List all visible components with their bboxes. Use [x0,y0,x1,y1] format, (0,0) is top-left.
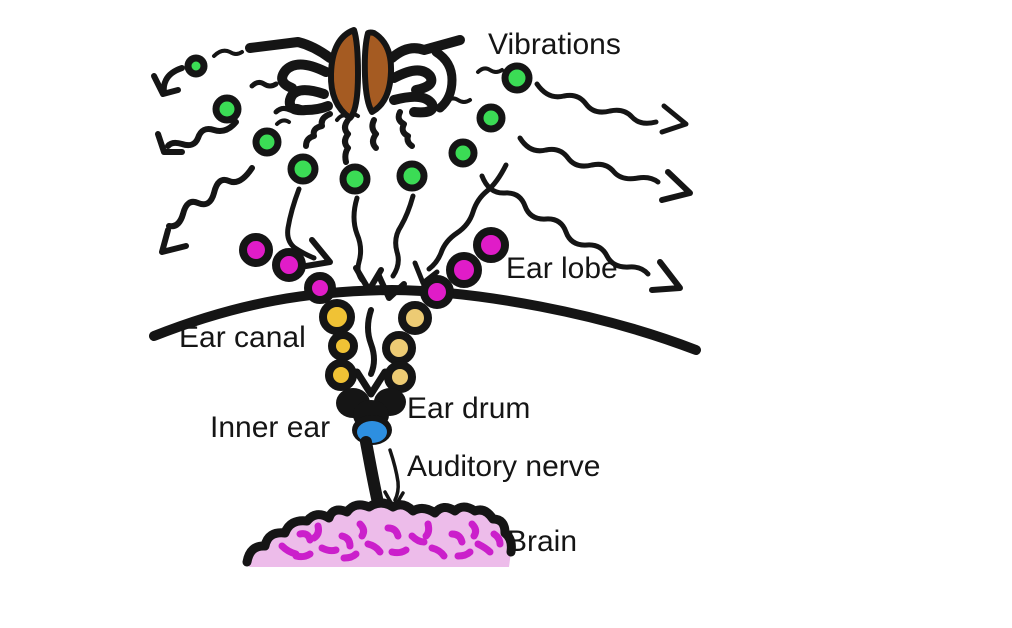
ear-lobe-dot [272,248,306,282]
brain-mark [292,550,314,561]
vibration-dot [448,138,478,168]
burst-squiggle [273,103,305,115]
burst-curl [277,59,331,93]
burst-curl [389,91,438,118]
ear-canal-dot [384,361,416,393]
right-arrowhead [659,169,693,203]
brain-mark [388,546,410,557]
left-arrow-line [165,119,239,149]
funnel-arrow-line [390,193,416,279]
burst-arm-left [245,37,335,63]
label-inner-ear: Inner ear [210,411,331,444]
ear-canal-dot [319,299,355,335]
label-ear-lobe: Ear lobe [506,252,618,285]
brain-mark [408,532,428,546]
brain-mark [468,520,480,540]
right-arrowhead [659,103,689,135]
label-ear-drum: Ear drum [407,392,531,425]
ear-lobe-dot [420,275,454,309]
vibration-dot [184,54,208,78]
brain-mark [310,522,322,542]
brain-mark [454,548,474,560]
brain-mark [448,530,466,546]
brain-mark [384,524,402,540]
brain-mark [318,544,340,555]
vibration-dot [501,62,533,94]
brain-mark [296,530,314,544]
squiggle [275,118,291,126]
ear-lobe-dot [239,233,273,267]
brain-mark [428,544,448,560]
vibration-dots [184,54,533,195]
squiggle [476,66,504,74]
brain-mark [340,550,360,562]
funnel-arrowhead [353,368,389,398]
funnel-arrows [285,162,509,398]
brain-mark [474,540,494,556]
vibration-dot [212,94,242,124]
nerve-arrow-line [388,448,400,502]
ear-canal-dot [325,359,357,391]
vibration-arrows-left [151,65,255,255]
label-vibrations: Vibrations [488,28,621,61]
head-outline-curve [149,285,701,355]
head-outline [149,285,701,355]
clapper-left-lobe [327,27,361,121]
left-arrow-line [166,165,255,230]
burst-curl [389,65,437,95]
left-arrow-line [160,65,185,95]
ear-canal-dot [382,331,416,365]
vibration-dot [396,160,428,192]
funnel-arrowhead [303,237,333,269]
squiggle [212,48,244,58]
brain-mark [422,520,433,540]
right-arrow-line [534,81,659,126]
left-arrowhead [155,131,185,155]
brain-blob [242,498,516,567]
brain-outline [242,498,516,567]
brain-mark [356,520,368,540]
burst-arm-right [387,35,465,63]
vibration-dot [287,153,319,185]
right-arrow-line [479,173,651,277]
right-arrow-line [517,135,661,185]
burst-tail [369,117,379,151]
left-arrowhead [151,73,181,97]
burst-tail [395,109,415,149]
vibration-arrows-right [479,81,693,293]
label-brain: Brain [507,525,578,558]
funnel-arrow-line [285,186,317,261]
label-auditory-nerve: Auditory nerve [407,450,601,483]
brain-mark [338,532,354,550]
ear-canal-dot [328,331,358,361]
ear-canal-dots [319,299,432,393]
vibration-dot [339,163,371,195]
ear-lobe-dot [304,272,336,304]
burst-tail [342,117,351,165]
funnel-arrow-line [365,307,377,377]
right-arrowhead [649,259,683,293]
burst-squiggle [249,79,279,89]
ear-lobe-dot [473,227,509,263]
vibration-dot [476,103,506,133]
squiggle [444,96,472,104]
funnel-arrow-line [426,162,509,272]
sound-source [245,27,465,165]
ear-lobe-dots [239,227,509,309]
vibration-squiggles [212,48,504,126]
burst-tail [303,111,333,149]
left-arrowhead [159,227,189,255]
brain-mark [364,540,384,556]
clapper-right-lobe [361,29,395,115]
vibration-dot [252,127,282,157]
ear-lobe-dot [446,252,482,288]
ear-canal-dot [398,301,432,335]
brain-mark [490,530,504,548]
funnel-arrowhead [376,273,407,301]
squiggle [335,112,360,122]
label-ear-canal: Ear canal [179,321,306,354]
